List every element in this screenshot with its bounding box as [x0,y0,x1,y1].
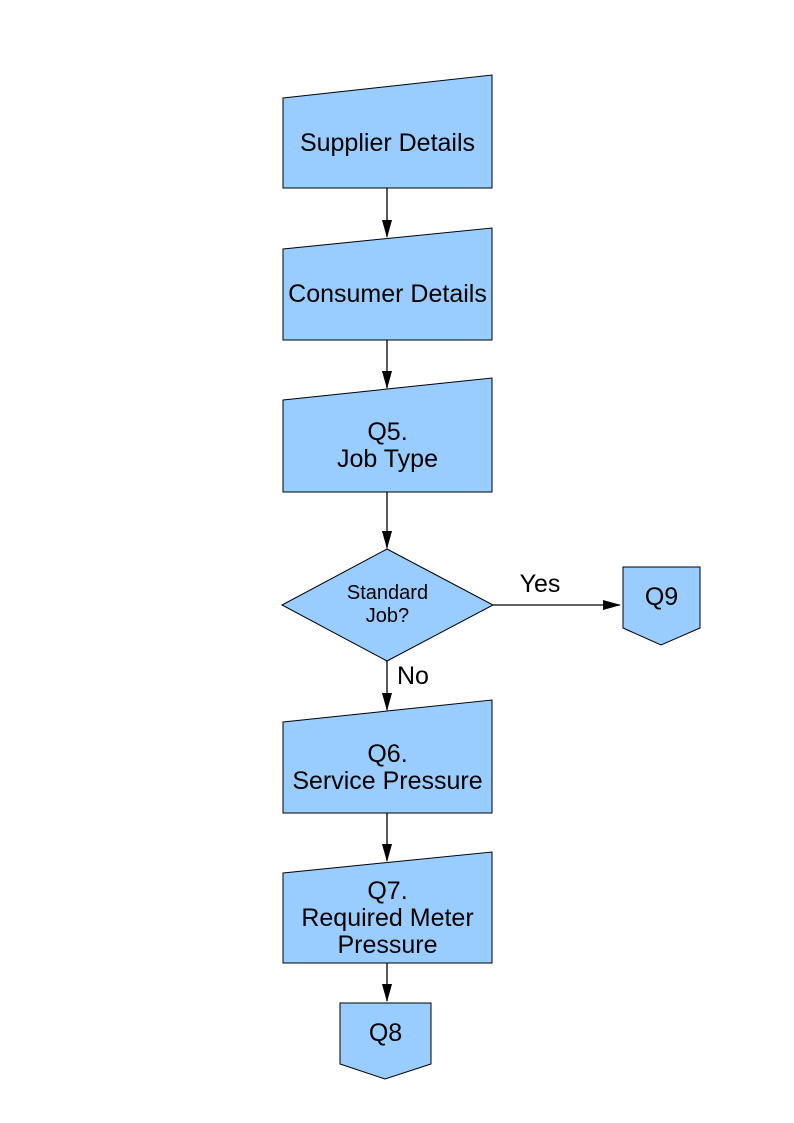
node-q6-service-pressure-shape [282,699,493,814]
edge-label-no: No [397,661,429,690]
node-q7-required-meter-pressure-shape [282,851,493,964]
edge-label-yes: Yes [519,569,561,598]
node-q6-service-pressure-label: Q6. Service Pressure [292,739,483,795]
node-q9-label: Q9 [644,583,679,611]
node-q8-label: Q8 [368,1019,403,1047]
node-q7-required-meter-pressure-label: Q7. Required Meter Pressure [301,876,474,959]
node-q8-offpage-connector-shape [339,1002,432,1080]
node-q9-offpage-connector-shape [622,566,701,646]
node-q5-job-type-label: Q5. Job Type [336,418,438,473]
node-standard-job-decision-label: Standard Job? [346,582,429,627]
node-standard-job-decision-shape [280,548,495,662]
node-consumer-details-label: Consumer Details [288,280,487,308]
node-supplier-details-label: Supplier Details [299,128,476,157]
node-consumer-details-shape [282,227,493,341]
node-q5-job-type-shape [282,377,493,493]
node-supplier-details-shape [282,74,493,189]
